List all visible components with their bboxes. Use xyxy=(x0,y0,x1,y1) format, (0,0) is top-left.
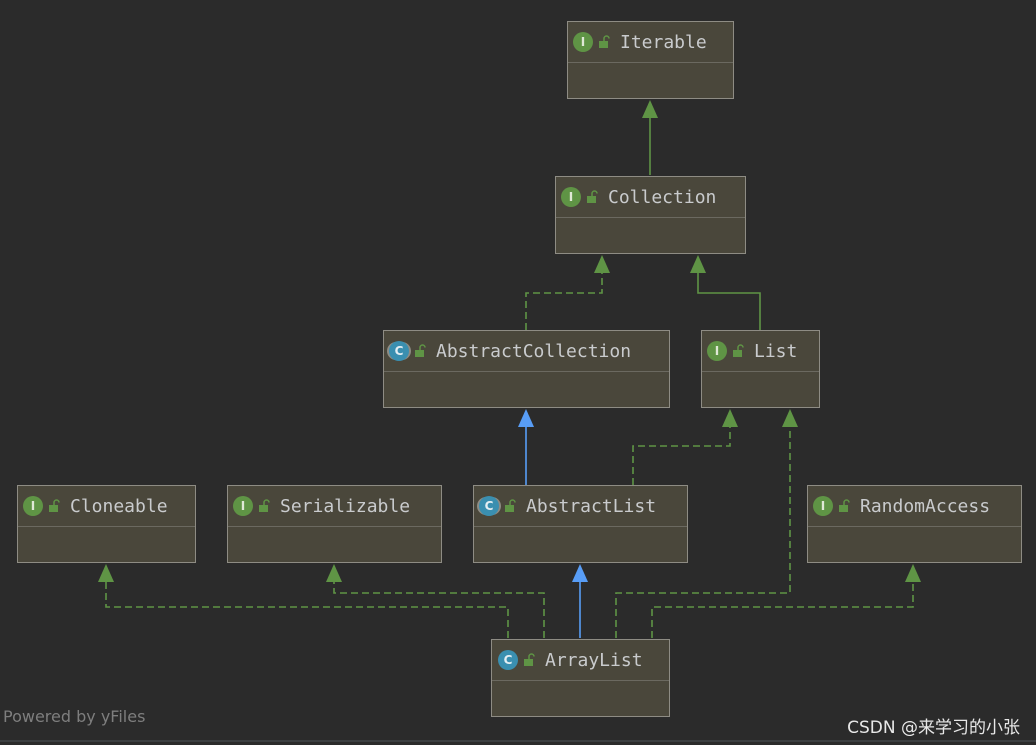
arrowhead-randomaccess xyxy=(905,564,921,582)
node-label: RandomAccess xyxy=(860,495,991,517)
open-lock-icon xyxy=(415,344,426,357)
interface-badge-icon: I xyxy=(707,341,727,361)
open-lock-icon xyxy=(49,499,60,512)
node-label: AbstractList xyxy=(526,495,657,517)
arrowhead-serializable xyxy=(326,564,342,582)
open-lock-icon xyxy=(505,499,516,512)
node-label: Collection xyxy=(608,186,717,208)
edge-arraylist-serializable xyxy=(333,581,545,638)
edge-arraylist-cloneable xyxy=(105,581,509,638)
node-abstractcollection[interactable]: C AbstractCollection xyxy=(383,330,670,408)
interface-badge-icon: I xyxy=(561,187,581,207)
open-lock-icon xyxy=(524,653,535,666)
edge-arraylist-randomaccess xyxy=(651,581,914,638)
arrowhead-cloneable xyxy=(98,564,114,582)
powered-by-label: Powered by yFiles xyxy=(3,707,146,726)
node-label: ArrayList xyxy=(545,649,643,671)
edge-arraylist-list xyxy=(615,426,791,638)
node-abstractlist[interactable]: C AbstractList xyxy=(473,485,688,563)
node-label: Iterable xyxy=(620,31,707,53)
edge-abstractlist-list xyxy=(632,426,731,485)
node-serializable[interactable]: I Serializable xyxy=(227,485,442,563)
arrowhead-abstractlist xyxy=(572,564,588,582)
node-label: Cloneable xyxy=(70,495,168,517)
arrowhead-list-right xyxy=(782,409,798,427)
edge-abstractcollection-collection xyxy=(525,272,603,330)
arrowhead-collection-right xyxy=(690,255,706,273)
open-lock-icon xyxy=(733,344,744,357)
interface-badge-icon: I xyxy=(23,496,43,516)
node-arraylist[interactable]: C ArrayList xyxy=(491,639,670,717)
node-iterable[interactable]: I Iterable xyxy=(567,21,734,99)
open-lock-icon xyxy=(599,35,610,48)
open-lock-icon xyxy=(259,499,270,512)
node-label: List xyxy=(754,340,798,362)
bottom-divider xyxy=(0,740,1036,742)
interface-badge-icon: I xyxy=(573,32,593,52)
arrowhead-abstractcollection xyxy=(518,409,534,427)
node-label: Serializable xyxy=(280,495,411,517)
interface-badge-icon: I xyxy=(233,496,253,516)
abstract-class-badge-icon: C xyxy=(389,341,409,361)
node-label: AbstractCollection xyxy=(436,340,632,362)
open-lock-icon xyxy=(587,190,598,203)
class-badge-icon: C xyxy=(498,650,518,670)
interface-badge-icon: I xyxy=(813,496,833,516)
node-collection[interactable]: I Collection xyxy=(555,176,746,254)
watermark: CSDN @来学习的小张 xyxy=(847,718,1020,738)
arrowhead-iterable xyxy=(642,100,658,118)
node-cloneable[interactable]: I Cloneable xyxy=(17,485,196,563)
arrowhead-list-left xyxy=(722,409,738,427)
arrowhead-collection-left xyxy=(594,255,610,273)
edge-list-collection xyxy=(697,272,761,330)
node-randomaccess[interactable]: I RandomAccess xyxy=(807,485,1022,563)
abstract-class-badge-icon: C xyxy=(479,496,499,516)
node-list[interactable]: I List xyxy=(701,330,820,408)
open-lock-icon xyxy=(839,499,850,512)
